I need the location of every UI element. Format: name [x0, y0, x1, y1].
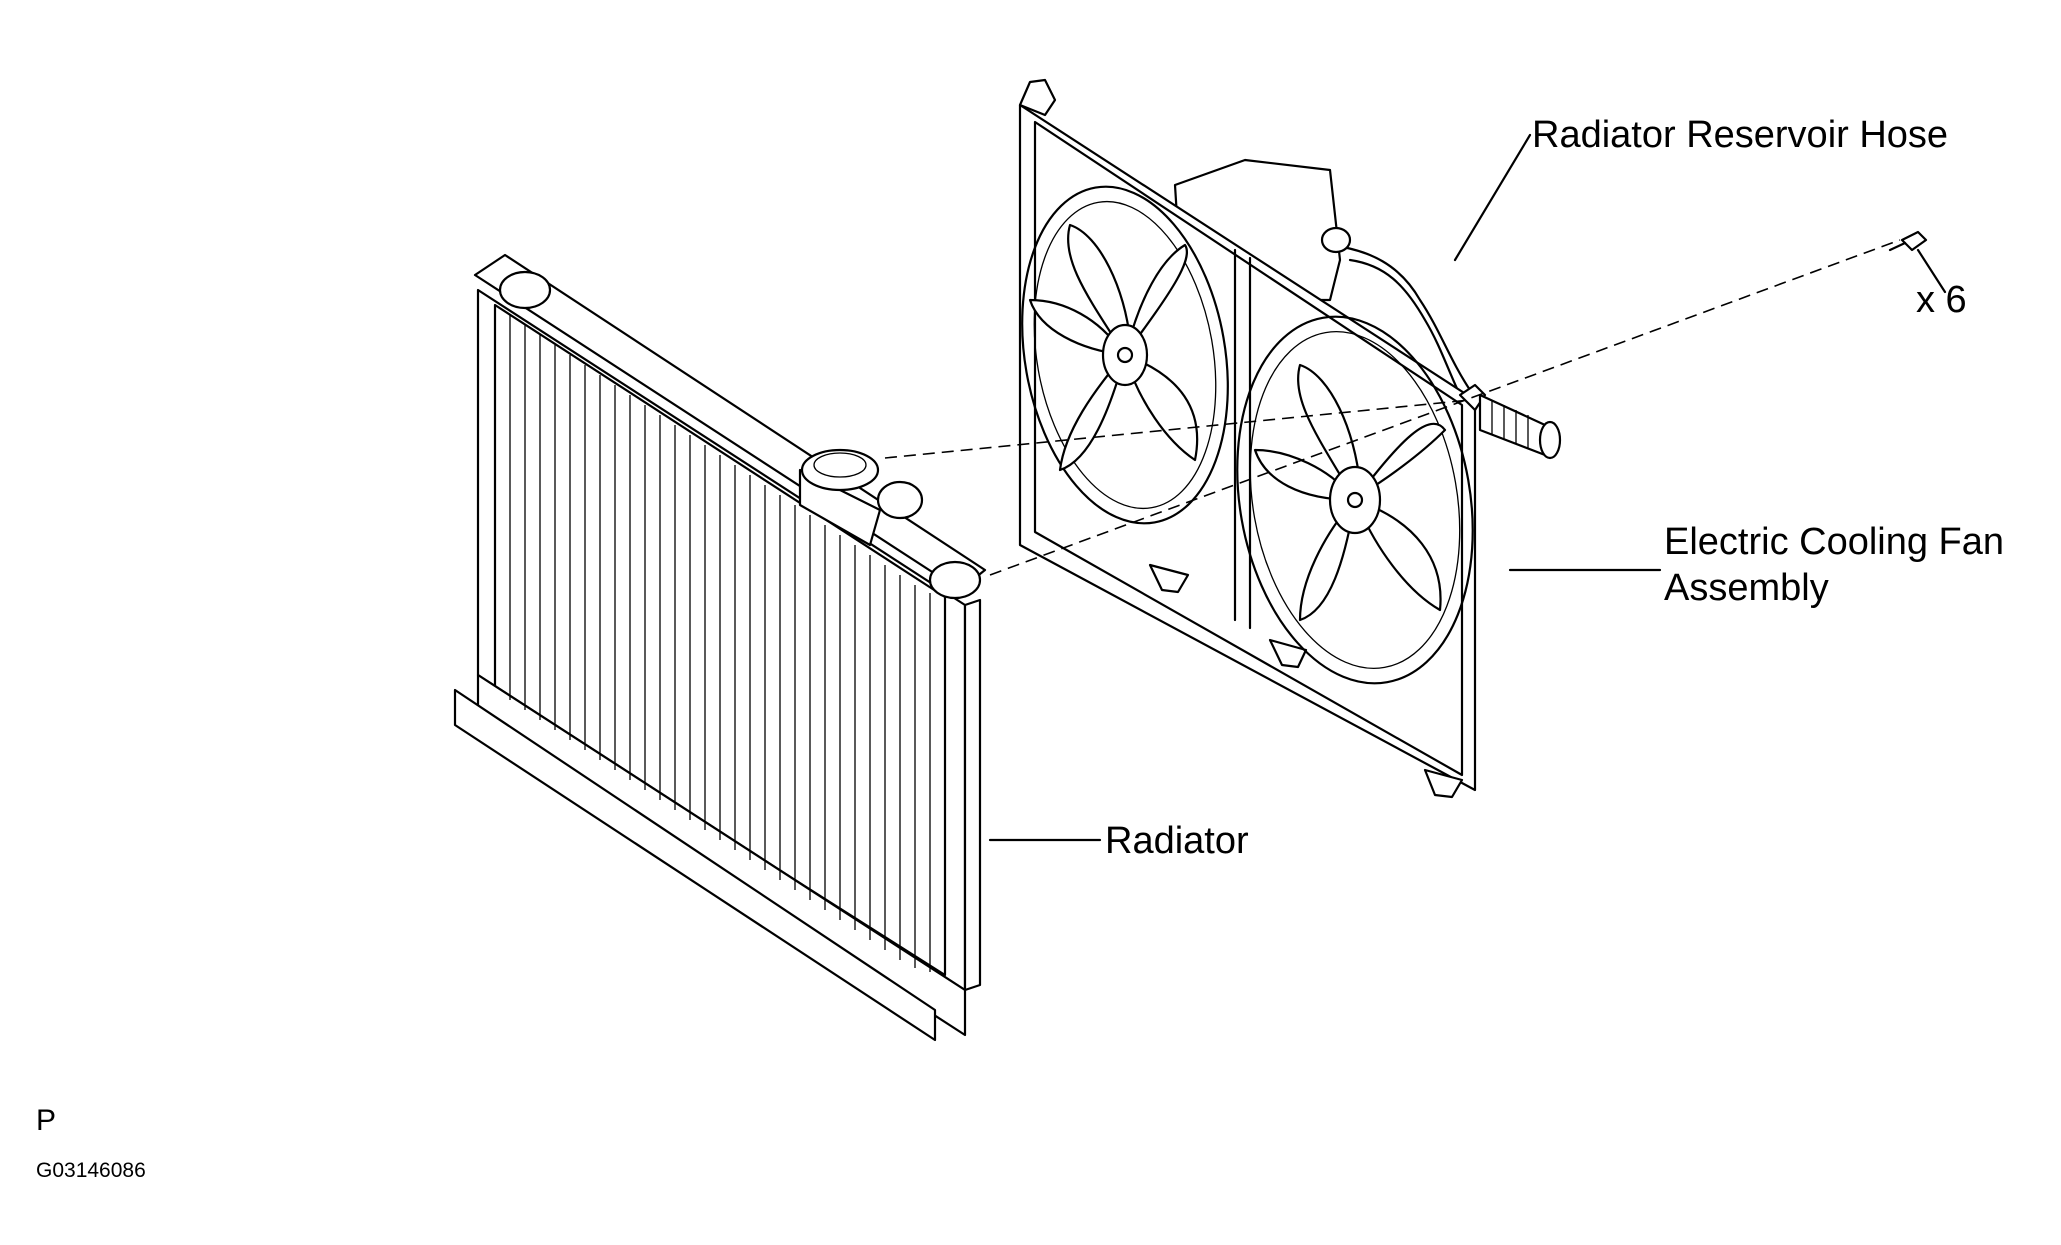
label-radiator: Radiator	[1105, 820, 1249, 862]
alignment-lines	[884, 239, 1901, 576]
fan-assembly-drawing	[1018, 78, 1562, 799]
label-bolt-count: x 6	[1916, 279, 1967, 321]
label-reservoir-hose: Radiator Reservoir Hose	[1532, 114, 1948, 156]
label-fan-assembly-line1: Electric Cooling Fan	[1664, 521, 2004, 563]
label-fan-assembly-line2: Assembly	[1664, 567, 1829, 609]
footer-figure-id: G03146086	[36, 1159, 146, 1182]
radiator-drawing	[453, 253, 987, 1042]
bolt-icon	[1888, 230, 1928, 252]
footer-code-letter: P	[36, 1104, 56, 1137]
leader-lines	[988, 133, 1947, 842]
